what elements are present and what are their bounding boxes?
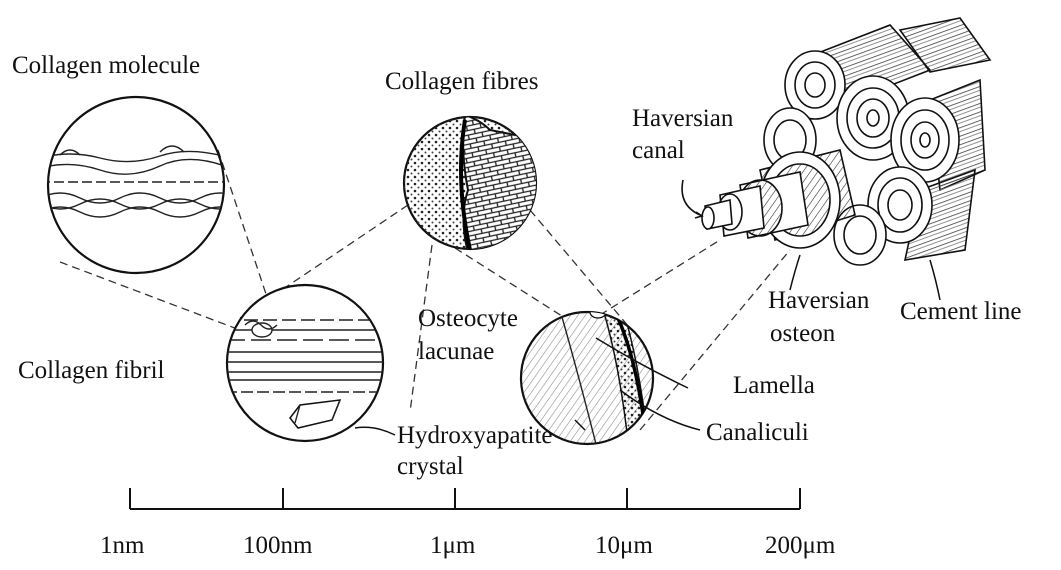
label-cement-line: Cement line [900, 298, 1022, 326]
scale-label-1um: 1μm [430, 532, 475, 560]
collagen-molecule-circle [40, 97, 240, 273]
osteon-bundle-illustration [682, 18, 990, 265]
collagen-fibril-circle [225, 285, 390, 441]
label-canaliculi: Canaliculi [706, 419, 809, 447]
label-collagen-molecule: Collagen molecule [12, 52, 200, 80]
label-haversian-canal-line2: canal [632, 137, 685, 165]
scale-label-1nm: 1nm [100, 532, 144, 560]
label-haversian-osteon-line2: osteon [770, 320, 835, 348]
label-hydroxyapatite-line1: Hydroxyapatite [397, 422, 553, 450]
label-collagen-fibril: Collagen fibril [18, 357, 165, 385]
scale-label-200um: 200μm [765, 532, 835, 560]
scale-label-100nm: 100nm [243, 532, 312, 560]
label-osteocyte-lacunae-line2: lacunae [418, 338, 494, 366]
label-haversian-osteon-line1: Haversian [768, 287, 869, 315]
label-osteocyte-lacunae-line1: Osteocyte [418, 305, 518, 333]
scale-bar [130, 488, 800, 509]
label-collagen-fibres: Collagen fibres [385, 68, 538, 96]
label-hydroxyapatite-line2: crystal [397, 453, 464, 481]
label-haversian-canal-line1: Haversian [632, 105, 733, 133]
label-lamella: Lamella [733, 372, 815, 400]
scale-label-10um: 10μm [595, 532, 653, 560]
collagen-fibres-circle [400, 110, 550, 260]
